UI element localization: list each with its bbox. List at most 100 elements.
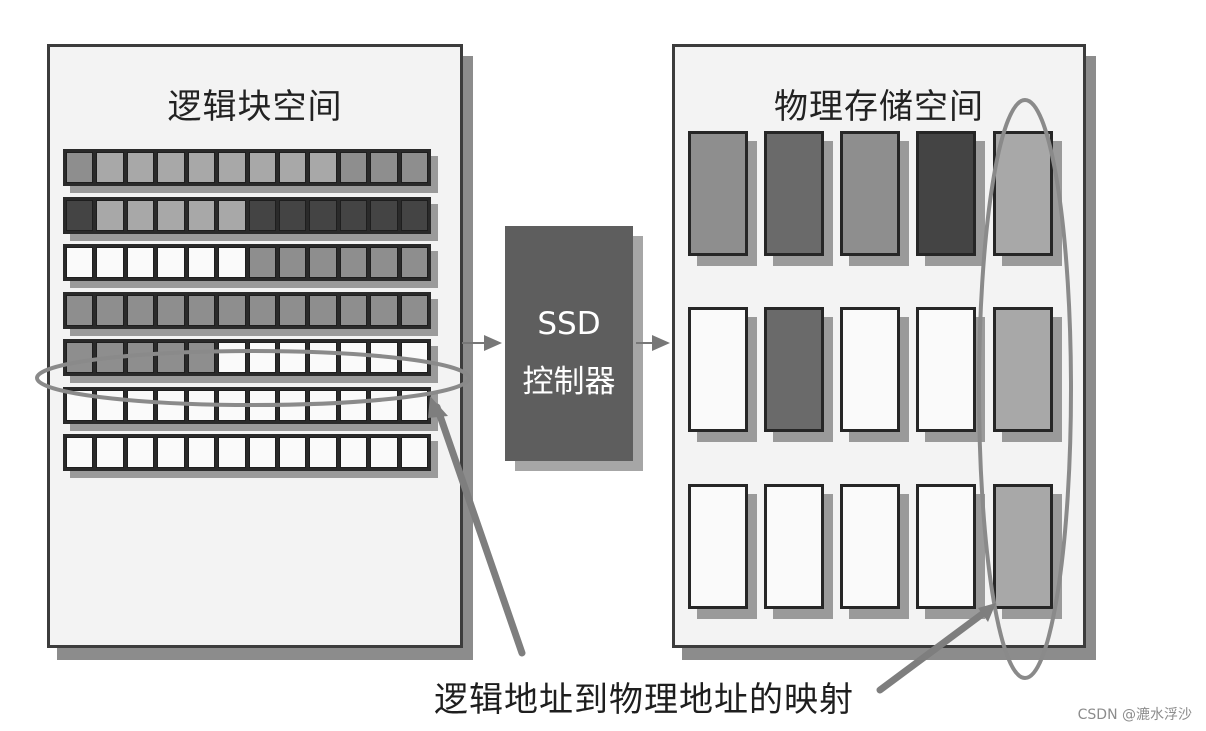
watermark: CSDN @漉水浮沙: [1077, 707, 1192, 723]
logical-block-cell: [309, 437, 337, 468]
logical-block-cell: [400, 200, 429, 231]
physical-panel-title: 物理存储空间: [774, 87, 984, 127]
physical-block: [764, 131, 824, 256]
ssd-controller: SSD 控制器: [505, 226, 633, 461]
logical-block-cell: [400, 247, 429, 278]
physical-block: [916, 307, 976, 432]
physical-block: [688, 484, 748, 609]
physical-block: [840, 307, 900, 432]
logical-block-cell: [278, 295, 307, 326]
logical-block-cell: [66, 200, 94, 231]
logical-block-cell: [187, 152, 216, 183]
logical-block-cell: [218, 152, 246, 183]
logical-block-cell: [187, 342, 216, 373]
controller-label-line1: SSD: [537, 306, 601, 342]
logical-block-row: [63, 434, 431, 471]
logical-block-cell: [66, 295, 94, 326]
logical-block-cell: [278, 342, 307, 373]
logical-block-cell: [126, 200, 155, 231]
logical-block-cell: [339, 437, 368, 468]
logical-block-row: [63, 149, 431, 186]
logical-block-cell: [157, 437, 185, 468]
logical-block-cell: [187, 200, 216, 231]
logical-block-cell: [126, 295, 155, 326]
logical-block-cell: [96, 152, 124, 183]
logical-block-cell: [218, 390, 246, 421]
logical-block-cell: [400, 152, 429, 183]
logical-block-cell: [339, 200, 368, 231]
logical-block-cell: [96, 437, 124, 468]
logical-block-cell: [126, 152, 155, 183]
physical-block: [764, 484, 824, 609]
physical-block: [840, 484, 900, 609]
logical-block-cell: [218, 342, 246, 373]
logical-block-cell: [278, 247, 307, 278]
physical-block: [993, 307, 1053, 432]
mapping-caption: 逻辑地址到物理地址的映射: [434, 680, 854, 720]
logical-block-cell: [218, 200, 246, 231]
logical-block-cell: [66, 247, 94, 278]
logical-block-cell: [309, 152, 337, 183]
logical-block-cell: [309, 342, 337, 373]
logical-block-cell: [339, 342, 368, 373]
logical-block-cell: [248, 295, 276, 326]
logical-block-cell: [309, 247, 337, 278]
physical-block: [688, 131, 748, 256]
logical-block-cell: [126, 390, 155, 421]
logical-block-cell: [126, 342, 155, 373]
logical-block-cell: [96, 390, 124, 421]
logical-block-cell: [218, 437, 246, 468]
logical-block-cell: [187, 437, 216, 468]
physical-block: [688, 307, 748, 432]
logical-block-cell: [157, 200, 185, 231]
logical-block-cell: [278, 437, 307, 468]
logical-block-cell: [370, 437, 398, 468]
logical-block-cell: [400, 342, 429, 373]
logical-block-cell: [370, 247, 398, 278]
logical-block-cell: [400, 437, 429, 468]
logical-block-cell: [66, 390, 94, 421]
logical-block-cell: [248, 390, 276, 421]
logical-block-cell: [66, 342, 94, 373]
logical-block-cell: [126, 247, 155, 278]
physical-block: [993, 131, 1053, 256]
physical-block: [916, 131, 976, 256]
physical-block: [993, 484, 1053, 609]
logical-block-cell: [248, 437, 276, 468]
controller-label-line2: 控制器: [522, 364, 616, 400]
logical-block-cell: [370, 390, 398, 421]
logical-block-cell: [96, 342, 124, 373]
logical-block-cell: [339, 390, 368, 421]
logical-block-cell: [96, 295, 124, 326]
logical-block-cell: [187, 295, 216, 326]
logical-block-row: [63, 197, 431, 234]
logical-block-cell: [309, 390, 337, 421]
logical-block-cell: [96, 247, 124, 278]
logical-block-cell: [157, 342, 185, 373]
logical-block-cell: [187, 390, 216, 421]
logical-block-cell: [339, 247, 368, 278]
logical-block-cell: [278, 200, 307, 231]
logical-block-cell: [96, 200, 124, 231]
logical-block-cell: [157, 152, 185, 183]
logical-block-cell: [309, 200, 337, 231]
logical-block-cell: [248, 342, 276, 373]
logical-panel-title: 逻辑块空间: [167, 87, 343, 127]
logical-block-cell: [66, 152, 94, 183]
logical-block-cell: [400, 390, 429, 421]
logical-block-cell: [370, 152, 398, 183]
logical-block-cell: [248, 152, 276, 183]
logical-block-row: [63, 339, 431, 376]
logical-block-row: [63, 292, 431, 329]
logical-block-cell: [339, 295, 368, 326]
logical-block-cell: [157, 390, 185, 421]
logical-block-cell: [157, 247, 185, 278]
logical-block-cell: [278, 390, 307, 421]
physical-block: [764, 307, 824, 432]
logical-block-cell: [248, 200, 276, 231]
logical-block-cell: [66, 437, 94, 468]
logical-block-cell: [157, 295, 185, 326]
logical-block-cell: [126, 437, 155, 468]
logical-block-cell: [278, 152, 307, 183]
logical-block-cell: [339, 152, 368, 183]
